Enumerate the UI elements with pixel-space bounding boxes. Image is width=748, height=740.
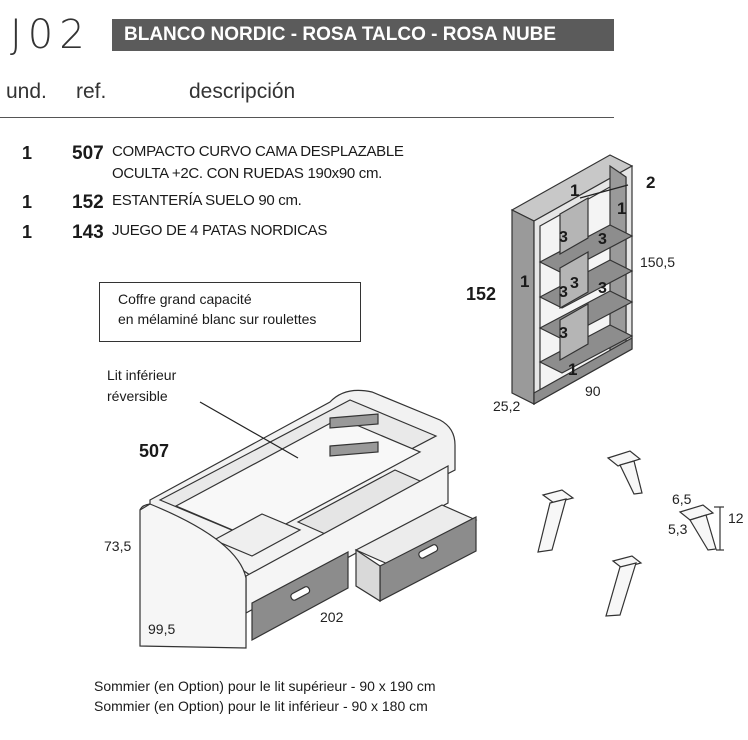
item-desc: ESTANTERÍA SUELO 90 cm.	[112, 192, 302, 209]
leg-height-dim: 12	[728, 510, 744, 526]
item-desc: COMPACTO CURVO CAMA DESPLAZABLE	[112, 143, 404, 160]
shelf-part-back: 2	[646, 173, 656, 192]
bed-depth-dim: 99,5	[148, 621, 176, 637]
col-desc-header: descripción	[189, 80, 296, 103]
bed-height-dim: 73,5	[104, 538, 132, 554]
footer-line: Sommier (en Option) pour le lit supérieu…	[94, 678, 436, 694]
shelf-part-bottom: 1	[568, 360, 578, 379]
storage-note-line: Coffre grand capacité	[118, 291, 252, 307]
item-desc-cont: OCULTA +2C. CON RUEDAS 190x90 cm.	[112, 165, 383, 182]
item-ref: 143	[72, 222, 104, 243]
shelf-part-left: 1	[520, 272, 530, 291]
model-code: J02	[10, 12, 91, 58]
item-ref: 507	[72, 143, 104, 164]
item-ref: 152	[72, 192, 104, 213]
item-qty: 1	[22, 222, 33, 242]
leg-2	[606, 450, 643, 495]
footer-line: Sommier (en Option) pour le lit inférieu…	[94, 698, 428, 714]
shelf-depth-dim: 25,2	[493, 398, 521, 414]
item-qty: 1	[22, 143, 33, 163]
lower-bed-label: réversible	[107, 388, 168, 404]
bed-ref-label: 507	[139, 441, 170, 461]
leg-3	[605, 555, 643, 617]
shelf-part-top: 1	[570, 181, 580, 200]
storage-note-line: en mélaminé blanc sur roulettes	[118, 311, 317, 327]
shelf-part-shelf: 3	[598, 231, 607, 248]
leg-1	[537, 489, 575, 553]
shelf-part-right: 1	[617, 199, 627, 218]
shelf-height-dim: 150,5	[640, 254, 676, 270]
shelf-part-shelf: 3	[598, 280, 607, 297]
shelf-part-shelf: 3	[570, 275, 579, 292]
col-ref-header: ref.	[76, 80, 107, 103]
bed-length-dim: 202	[320, 609, 344, 625]
legs-drawing	[537, 450, 724, 617]
item-qty: 1	[22, 192, 33, 212]
shelf-width-dim: 90	[585, 383, 601, 399]
lower-bed-label: Lit inférieur	[107, 367, 177, 383]
col-und-header: und.	[6, 80, 47, 103]
color-banner: BLANCO NORDIC - ROSA TALCO - ROSA NUBE	[112, 19, 614, 51]
item-desc: JUEGO DE 4 PATAS NORDICAS	[112, 222, 328, 239]
shelf-ref-label: 152	[466, 284, 497, 304]
bed-drawing	[139, 389, 478, 649]
leg-top-dim: 6,5	[672, 491, 692, 507]
header-rule	[0, 117, 614, 118]
storage-note-box: Coffre grand capacité en mélaminé blanc …	[99, 282, 361, 342]
leg-bottom-dim: 5,3	[668, 521, 688, 537]
leg-detail	[678, 504, 724, 551]
shelf-drawing	[510, 154, 634, 406]
shelf-part-shelf: 3	[559, 284, 568, 301]
shelf-part-shelf: 3	[559, 229, 568, 246]
shelf-part-shelf: 3	[559, 325, 568, 342]
